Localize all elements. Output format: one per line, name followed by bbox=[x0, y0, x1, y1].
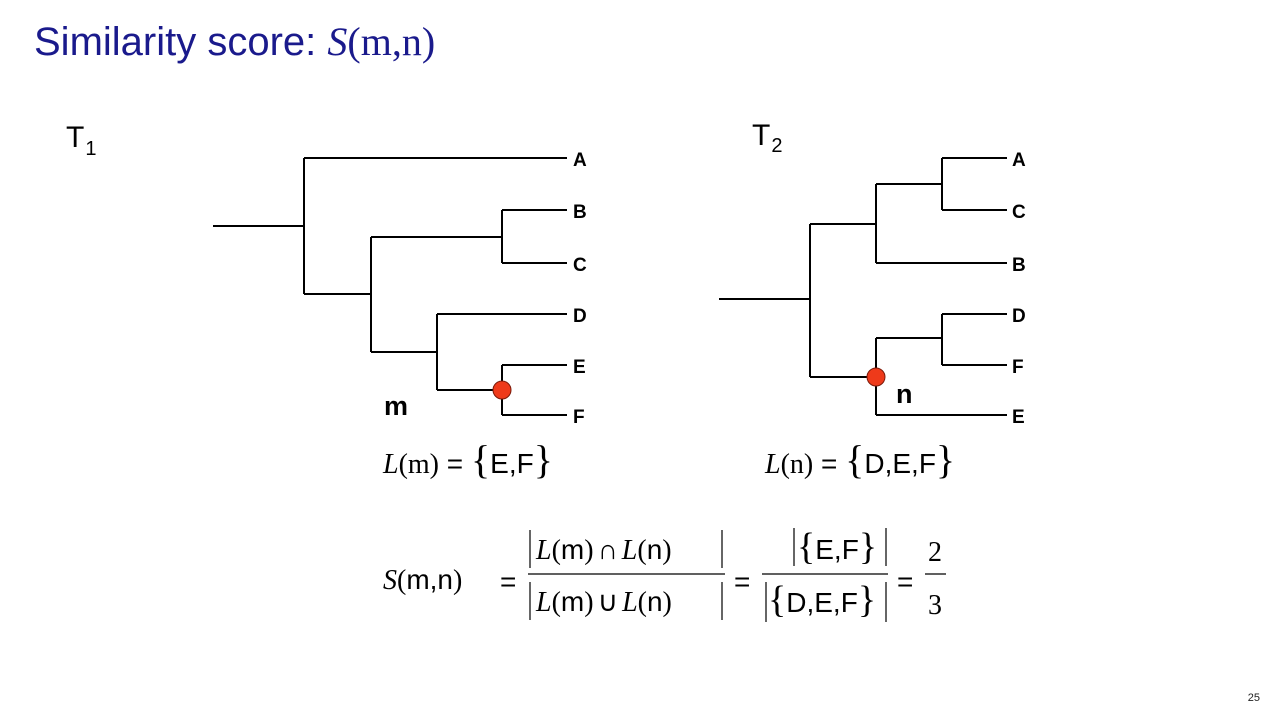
fraction-1-denominator: L(m)∪L(n) bbox=[535, 586, 672, 618]
ln-set: D,E,F bbox=[864, 448, 936, 479]
title-func: S bbox=[327, 19, 348, 64]
f2-num-brace-close: } bbox=[859, 526, 877, 568]
num-l1: L bbox=[535, 535, 552, 566]
ln-eq: = bbox=[813, 448, 845, 479]
fraction-1-numerator: L(m)∩L(n) bbox=[535, 534, 672, 566]
t1-name: T1 bbox=[66, 121, 96, 160]
t1-node-label: m bbox=[384, 391, 408, 421]
score-lhs: S(m,n) bbox=[383, 564, 462, 596]
score-formula: S(m,n) = L(m)∩L(n) L(m)∪L(n) = {E,F} {D,… bbox=[383, 526, 946, 622]
num-p4: ) bbox=[662, 535, 671, 566]
t1-leaf-d: D bbox=[573, 306, 587, 327]
lm-arg: (m) bbox=[399, 449, 439, 480]
lm-close-brace: } bbox=[534, 437, 553, 482]
t2-name-sub: 2 bbox=[771, 135, 782, 157]
slide-title: Similarity score: S(m,n) bbox=[34, 18, 435, 65]
den-m: m bbox=[561, 586, 584, 617]
lm-open-brace: { bbox=[471, 437, 490, 482]
result-numerator: 2 bbox=[928, 537, 942, 568]
result-denominator: 3 bbox=[928, 590, 942, 621]
f2-den-brace-open: { bbox=[768, 579, 786, 621]
t2-name-letter: T bbox=[752, 119, 770, 152]
num-p2: ) bbox=[584, 535, 593, 566]
t2-leaf-a: A bbox=[1012, 150, 1026, 171]
ln-open-brace: { bbox=[845, 437, 864, 482]
title-prefix: Similarity score: bbox=[34, 20, 328, 64]
num-l2: L bbox=[621, 535, 638, 566]
f2-num-brace-open: { bbox=[797, 526, 815, 568]
t1-leaf-a: A bbox=[573, 150, 587, 171]
score-paren-close: ) bbox=[453, 565, 462, 596]
den-p3: ( bbox=[638, 587, 647, 618]
t2-node-label: n bbox=[896, 379, 913, 409]
ln-close-brace: } bbox=[936, 437, 955, 482]
num-p1: ( bbox=[552, 535, 561, 566]
score-args: m,n bbox=[406, 564, 453, 595]
score-eq-2: = bbox=[734, 566, 750, 597]
t2-leaf-d: D bbox=[1012, 306, 1026, 327]
score-paren-open: ( bbox=[397, 565, 406, 596]
ln-formula: L(n) = {D,E,F} bbox=[764, 437, 955, 482]
title-args: (m,n) bbox=[347, 19, 436, 64]
ln-func: L bbox=[764, 449, 781, 480]
fraction-2-num-set: E,F bbox=[815, 534, 859, 565]
t2-leaf-c: C bbox=[1012, 202, 1026, 223]
t1-leaf-c: C bbox=[573, 255, 587, 276]
t1-marked-node bbox=[492, 380, 512, 400]
den-l1: L bbox=[535, 587, 552, 618]
score-eq-1: = bbox=[500, 566, 516, 597]
t2-name: T2 bbox=[752, 119, 782, 157]
union-symbol: ∪ bbox=[598, 587, 619, 618]
fraction-2-denominator: {D,E,F} bbox=[768, 579, 876, 621]
lm-formula: L(m) = {E,F} bbox=[382, 437, 553, 482]
t1-leaf-e: E bbox=[573, 357, 586, 378]
page-number: 25 bbox=[1247, 692, 1260, 704]
num-p3: ( bbox=[637, 535, 646, 566]
tree-t2 bbox=[719, 157, 1007, 416]
score-eq-3: = bbox=[897, 566, 913, 597]
t2-leaf-e: E bbox=[1012, 407, 1025, 428]
den-p1: ( bbox=[552, 587, 561, 618]
t1-leaf-b: B bbox=[573, 202, 587, 223]
t2-leaf-b: B bbox=[1012, 255, 1026, 276]
t2-marked-node bbox=[866, 367, 886, 387]
lm-func: L bbox=[382, 449, 399, 480]
den-l2: L bbox=[621, 587, 638, 618]
intersect-symbol: ∩ bbox=[598, 535, 618, 566]
t1-name-sub: 1 bbox=[85, 138, 96, 160]
den-n: n bbox=[647, 586, 663, 617]
lm-set: E,F bbox=[490, 448, 534, 479]
ln-arg: (n) bbox=[781, 449, 814, 480]
f2-den-brace-close: } bbox=[858, 579, 876, 621]
t2-leaf-f: F bbox=[1012, 357, 1024, 378]
fraction-2-numerator: {E,F} bbox=[797, 526, 877, 568]
lm-eq: = bbox=[439, 448, 471, 479]
den-p2: ) bbox=[584, 587, 593, 618]
num-m: m bbox=[561, 534, 584, 565]
fraction-2-den-set: D,E,F bbox=[786, 587, 858, 618]
num-n: n bbox=[647, 534, 663, 565]
den-p4: ) bbox=[663, 587, 672, 618]
tree-t1 bbox=[213, 157, 567, 416]
t1-leaf-f: F bbox=[573, 407, 585, 428]
t1-name-letter: T bbox=[66, 121, 84, 154]
score-func: S bbox=[383, 565, 397, 596]
